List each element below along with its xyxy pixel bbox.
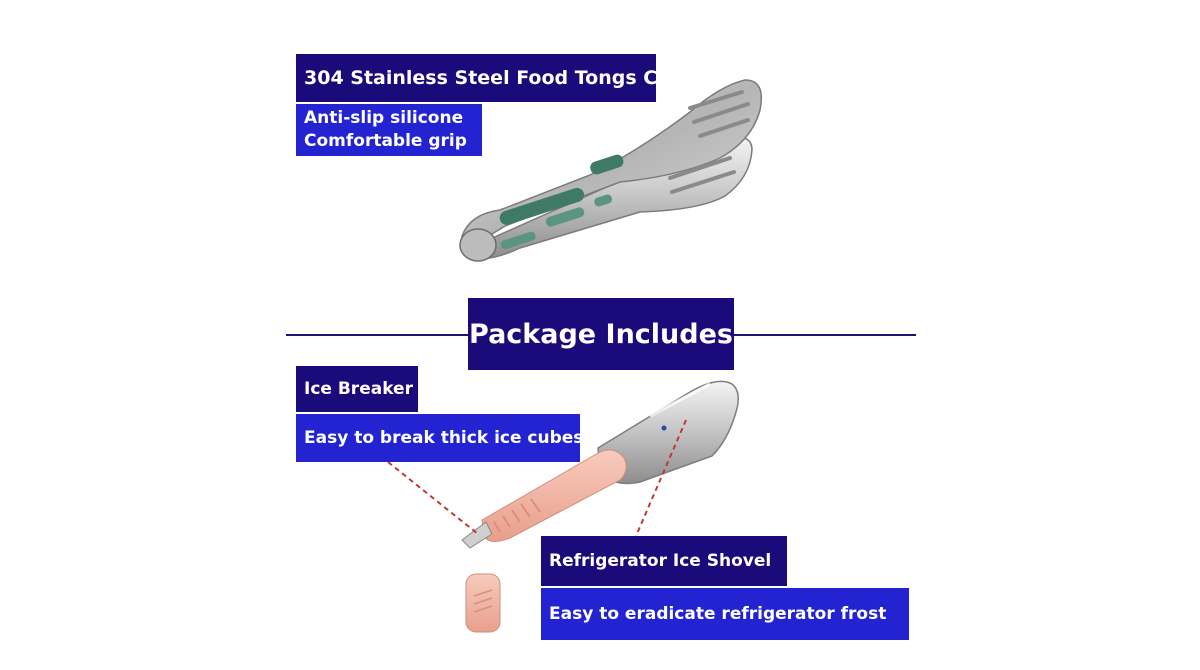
package-includes-heading: Package Includes	[468, 298, 734, 370]
ice-shovel-image	[461, 380, 739, 633]
divider-left	[286, 334, 468, 336]
tongs-subtitle-label: Anti-slip silicone Comfortable grip	[296, 104, 482, 156]
ice-breaker-title-label: Ice Breaker	[296, 366, 418, 412]
ice-shovel-title-text: Refrigerator Ice Shovel	[549, 551, 772, 571]
ice-breaker-subtitle-text: Easy to break thick ice cubes	[304, 428, 584, 448]
ice-shovel-callout-line	[635, 419, 687, 537]
package-includes-text: Package Includes	[469, 318, 733, 350]
ice-shovel-subtitle-text: Easy to eradicate refrigerator frost	[549, 604, 887, 624]
ice-breaker-subtitle-label: Easy to break thick ice cubes	[296, 414, 584, 462]
tongs-title-text: 304 Stainless Steel Food Tongs Clip	[304, 67, 684, 89]
tongs-subtitle-line1: Anti-slip silicone	[304, 108, 464, 128]
ice-shovel-subtitle-label: Easy to eradicate refrigerator frost	[541, 588, 909, 640]
ice-breaker-title-text: Ice Breaker	[304, 379, 413, 399]
tongs-subtitle-line2: Comfortable grip	[304, 131, 467, 151]
ice-breaker-callout-line	[387, 461, 479, 535]
food-tongs-image	[459, 79, 763, 262]
divider-right	[734, 334, 916, 336]
tongs-title-label: 304 Stainless Steel Food Tongs Clip	[296, 54, 684, 102]
ice-shovel-title-label: Refrigerator Ice Shovel	[541, 536, 787, 586]
